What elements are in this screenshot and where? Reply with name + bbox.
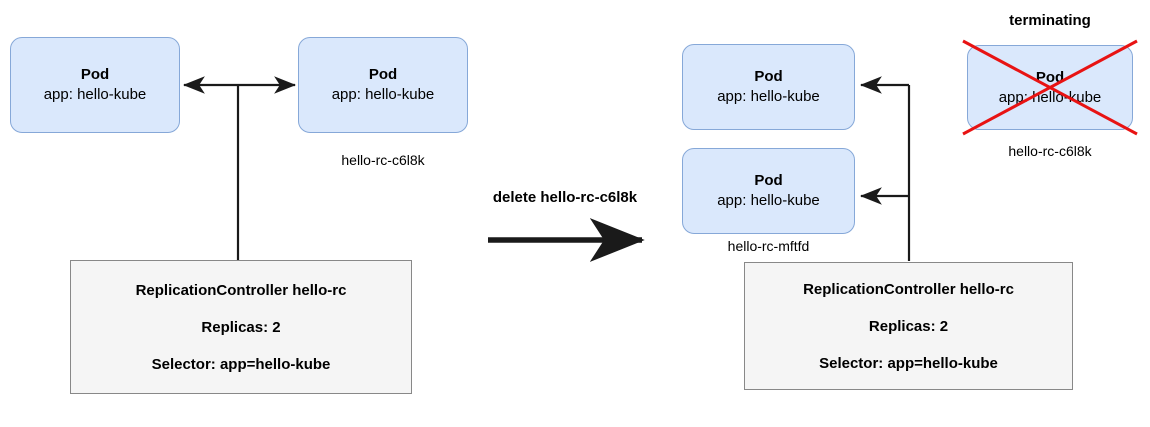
- rc-heading: ReplicationController hello-rc: [135, 281, 347, 299]
- replication-controller-box: ReplicationController hello-rc Replicas:…: [744, 262, 1073, 390]
- rc-replicas: Replicas: 2: [868, 317, 949, 335]
- right-pod-links: [859, 76, 911, 261]
- pod-box: Pod app: hello-kube: [682, 44, 855, 130]
- pod-labels: app: hello-kube: [331, 86, 435, 103]
- pod-title: Pod: [368, 66, 398, 83]
- rc-selector: Selector: app=hello-kube: [819, 354, 998, 372]
- pod-title: Pod: [80, 66, 110, 83]
- terminating-status-label: terminating: [1009, 12, 1091, 29]
- pod-title: Pod: [754, 68, 783, 85]
- rc-heading: ReplicationController hello-rc: [803, 280, 1014, 298]
- pod-box: Pod app: hello-kube: [298, 37, 468, 133]
- pod-name-caption: hello-rc-mftfd: [727, 238, 810, 254]
- pod-labels: app: hello-kube: [717, 88, 820, 105]
- left-pod-link: [182, 76, 297, 261]
- rc-replicas: Replicas: 2: [201, 318, 281, 336]
- pod-title: Pod: [754, 172, 783, 189]
- pod-box: Pod app: hello-kube: [682, 148, 855, 234]
- delete-transition-label: delete hello-rc-c6l8k: [492, 189, 638, 206]
- pod-title: Pod: [1035, 68, 1065, 86]
- pod-labels: app: hello-kube: [43, 86, 147, 103]
- pod-labels: app: hello-kube: [998, 88, 1102, 106]
- pod-labels: app: hello-kube: [717, 192, 820, 209]
- pod-name-caption: hello-rc-c6l8k: [1008, 143, 1092, 159]
- pod-name-caption: hello-rc-c6l8k: [341, 152, 425, 168]
- pod-box: Pod app: hello-kube: [10, 37, 180, 133]
- pod-box-terminating: Pod app: hello-kube: [967, 45, 1133, 130]
- rc-selector: Selector: app=hello-kube: [151, 355, 331, 373]
- replication-controller-box: ReplicationController hello-rc Replicas:…: [70, 260, 412, 394]
